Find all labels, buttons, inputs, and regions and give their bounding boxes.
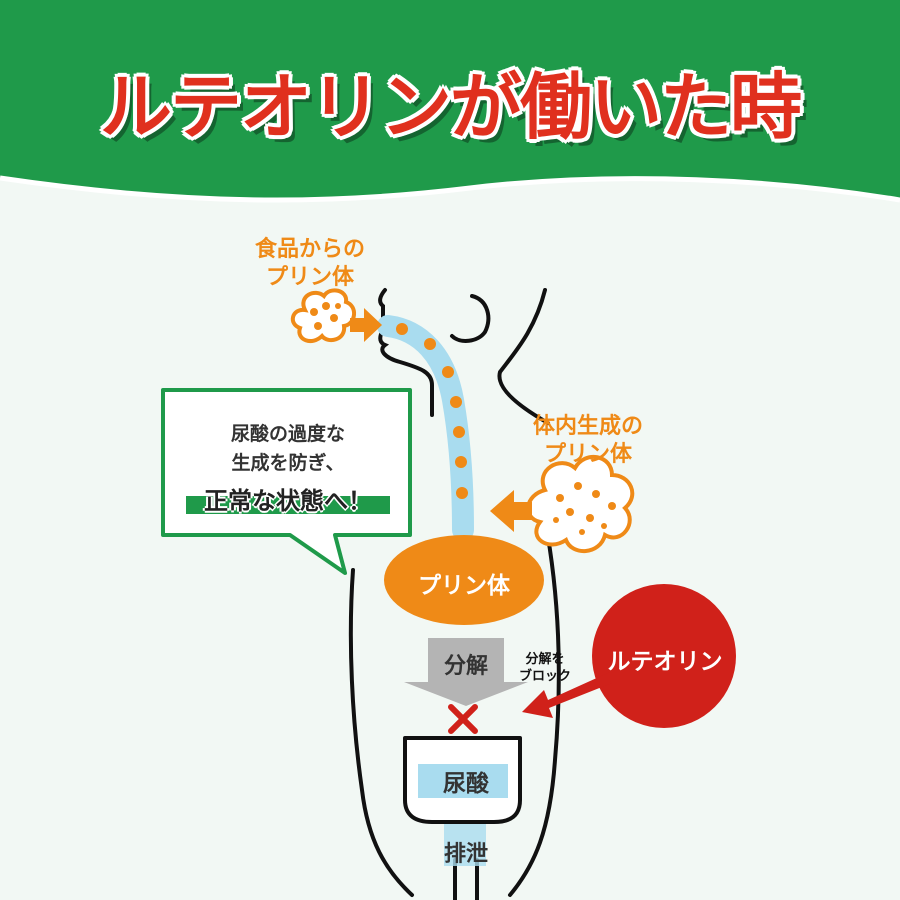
luteolin-block-arrow (522, 672, 612, 718)
decomposition-arrow (404, 638, 528, 706)
internal-purine-label: 体内生成の プリン体 (508, 413, 668, 468)
food-arrow (350, 308, 382, 342)
block-label-line2: ブロック (518, 668, 571, 684)
bubble-emphasis: 正常な状態へ！ (204, 487, 372, 515)
food-purine-label-line2: プリン体 (265, 264, 354, 290)
body-right-side (508, 518, 561, 897)
purine-ellipse (384, 535, 544, 625)
internal-purine-label-line1: 体内生成の (532, 414, 643, 439)
uric-acid-label: 尿酸 (443, 771, 489, 797)
purine-label: プリン体 (418, 573, 510, 599)
excretion-label: 排泄 (443, 842, 488, 867)
internal-purine-label-line2: プリン体 (543, 441, 632, 467)
excretion-pipe (444, 824, 486, 866)
block-label-line1: 分解を (525, 652, 565, 667)
body-back-outline (497, 288, 550, 425)
body-left-side (348, 568, 414, 897)
body-legs (453, 858, 479, 900)
internal-arrow (490, 490, 532, 532)
bubble-line2: 生成を防ぎ、 (231, 451, 345, 474)
bubble-message: 尿酸の過度な 生成を防ぎ、 (168, 420, 408, 477)
body-face-outline (378, 288, 434, 417)
luteolin-label: ルテオリン (607, 649, 723, 675)
luteolin-circle (592, 584, 736, 728)
header-banner (0, 0, 900, 201)
bubble-line1: 尿酸の過度な (230, 423, 345, 445)
uric-acid-fill (418, 764, 508, 798)
speech-bubble (161, 388, 412, 575)
food-purine-label-line1: 食品からの (254, 237, 365, 262)
purine-dots-in-tract (396, 323, 468, 499)
bubble-highlight-bar (186, 496, 390, 514)
food-purine-label: 食品からの プリン体 (230, 236, 390, 291)
decomposition-label: 分解 (443, 654, 488, 679)
block-x-mark (448, 704, 478, 734)
page-title: ルテオリンが働いた時 (99, 65, 802, 149)
header-wave-line (0, 175, 900, 203)
body-chin-outline (450, 294, 491, 343)
internal-purine-cloud (526, 454, 635, 554)
food-purine-cloud (290, 288, 356, 344)
block-label: 分解を ブロック (505, 652, 585, 686)
